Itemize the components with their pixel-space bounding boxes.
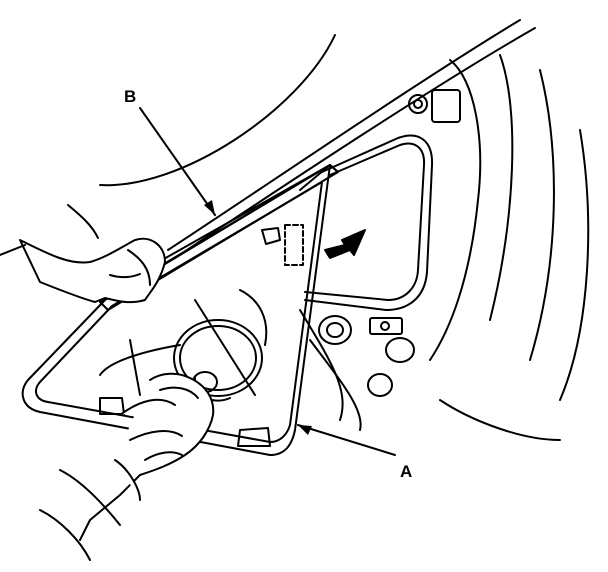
leader-arrowhead-a [298,425,312,435]
callout-label-a: A [400,462,412,481]
window-opening [304,134,434,311]
lower-sleeve [39,469,121,561]
leader-arrowhead-b [204,200,215,215]
upper-hand [19,204,166,304]
leader-line-b [139,107,216,216]
lower-hand [79,372,215,541]
callout-label-b: B [124,87,136,106]
leader-line-a [297,424,396,456]
glass-edge-molding [99,164,339,311]
body-frame [99,19,590,441]
quarter-glass-panel [21,164,339,456]
push-direction-arrow [324,229,366,259]
lower-body-cutouts [299,309,415,431]
upper-sleeve [0,244,26,256]
